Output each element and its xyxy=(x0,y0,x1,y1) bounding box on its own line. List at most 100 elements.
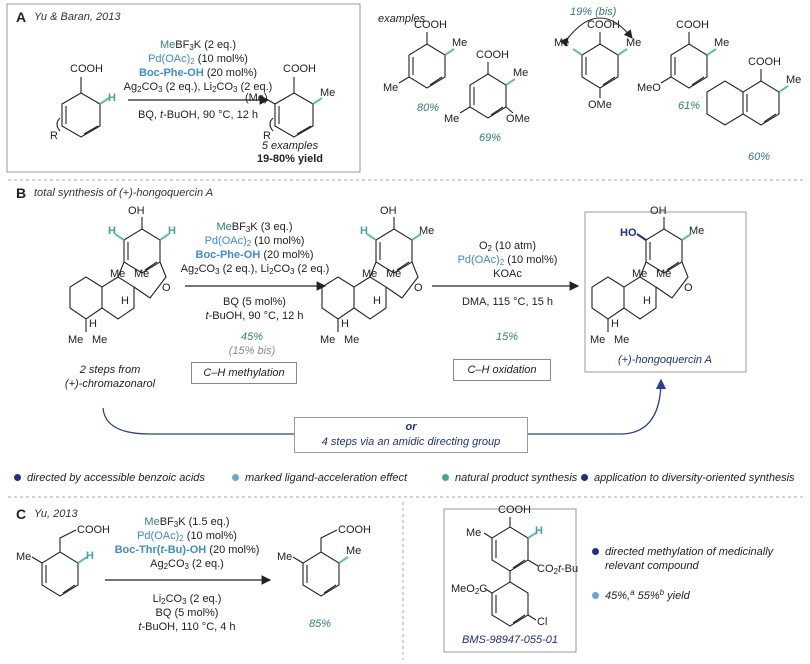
bms-cooh: COOH xyxy=(498,504,531,516)
b-sm-me4: Me xyxy=(92,334,108,346)
ex4-meo: MeO xyxy=(637,82,661,94)
alt-route-or: or xyxy=(405,421,417,433)
c-c2: BQ (5 mol%) xyxy=(155,607,219,619)
examples-structures xyxy=(398,32,780,126)
b-step1-r4: Ag2CO3 (2 eq.), Li2CO3 (2 eq.) xyxy=(180,263,330,276)
ex1-cooh: COOH xyxy=(414,19,447,31)
ex3-ome: OMe xyxy=(588,99,612,111)
legend-dot-2 xyxy=(232,473,239,481)
ex1-me-b: Me xyxy=(383,82,399,94)
a-reagent-2: Pd(OAc)2 (10 mol%) xyxy=(148,53,248,66)
c-sm-me: Me xyxy=(16,551,32,563)
b-pr-me3: Me xyxy=(590,334,606,346)
b-product-caption: (+)-hongoquercin A xyxy=(617,354,713,366)
b-sm-h3: H xyxy=(121,295,129,307)
b-pr-oh-bond xyxy=(636,233,647,241)
b-int-me3: Me xyxy=(320,334,336,346)
panel-c-sm xyxy=(31,529,79,597)
b-sm-me3: Me xyxy=(68,334,84,346)
ex3-me-b: Me xyxy=(626,37,642,49)
ex2-me-a: Me xyxy=(513,67,529,79)
legend-dot-1 xyxy=(14,473,21,481)
a-reagent-4: Ag2CO3 (2 eq.), Li2CO3 (2 eq.) xyxy=(123,81,273,94)
b-step1-c2: t-BuOH, 90 °C, 12 h xyxy=(205,310,304,322)
b-int-oh-label: OH xyxy=(380,205,397,217)
panel-c-product xyxy=(292,529,340,597)
b-pr-me-bond xyxy=(681,233,692,241)
panel-c-letter: C xyxy=(15,506,27,522)
b-step1-bis: (15% bis) xyxy=(228,345,276,357)
a-pr-me-paren: (Me) xyxy=(245,92,268,104)
b-step1-c1: BQ (5 mol%) xyxy=(223,296,286,308)
bms-co2tbu: CO2t-Bu xyxy=(537,563,579,576)
b-pr-oh-label: OH xyxy=(650,205,667,217)
panel-a-product xyxy=(267,77,314,138)
legend-item-3: natural product synthesis xyxy=(442,472,577,485)
b-int-me1: Me xyxy=(362,268,378,280)
ex5-cooh: COOH xyxy=(748,56,781,68)
ex2-cooh: COOH xyxy=(476,49,509,61)
bis-double-arrow xyxy=(559,17,633,47)
a-summary-count: 5 examples xyxy=(261,140,319,152)
ex5-yield: 60% xyxy=(748,151,771,163)
b-int-me2: Me xyxy=(386,268,402,280)
a-pr-cooh: COOH xyxy=(283,63,316,75)
b-step2-r2: Pd(OAc)2 (10 mol%) xyxy=(457,254,558,267)
bms-meo2c: MeO2C xyxy=(451,583,488,596)
a-pr-r: R xyxy=(263,130,271,142)
c-sm-cooh: COOH xyxy=(77,524,110,536)
panel-b-product xyxy=(591,217,689,332)
panel-a-frame xyxy=(6,3,361,173)
b-sm-caption-1: 2 steps from xyxy=(79,364,141,376)
b-pr-me4: Me xyxy=(614,334,630,346)
b-sm-caption-2: (+)-chromazonarol xyxy=(64,378,156,390)
c-sm-ch-bond xyxy=(77,556,88,564)
bms-cl: Cl xyxy=(537,616,548,628)
b-sm-me1: Me xyxy=(110,268,126,280)
c-note-dot-1 xyxy=(592,547,599,555)
ex3-me-a: Me xyxy=(554,37,570,49)
a-sm-r: R xyxy=(50,130,58,142)
a-sm-ch-bond xyxy=(99,97,110,105)
a-pr-me-bond xyxy=(312,97,323,105)
c-pr-me-bond xyxy=(338,556,349,564)
b-int-h3: H xyxy=(341,318,349,330)
a-summary-yield: 19-80% yield xyxy=(256,153,324,165)
ex3-cooh: COOH xyxy=(587,19,620,31)
b-step2-c1: DMA, 115 °C, 15 h xyxy=(461,296,553,308)
b-step1-label-box: C–H methylation xyxy=(191,362,297,384)
c-sm-h: H xyxy=(86,550,94,562)
b-sm-h1: H xyxy=(108,225,116,237)
bms-frame xyxy=(443,508,577,653)
b-sm-o: O xyxy=(162,282,171,294)
panel-a-starting-material xyxy=(56,77,101,138)
c-r2: Pd(OAc)2 (10 mol%) xyxy=(137,530,237,543)
legend-item-4: application to diversity-oriented synthe… xyxy=(581,472,795,485)
legend-item-1: directed by accessible benzoic acids xyxy=(14,472,205,485)
alt-route-text: 4 steps via an amidic directing group xyxy=(321,436,501,448)
b-sm-oh-label: OH xyxy=(128,205,145,217)
panel-a-letter: A xyxy=(15,9,27,25)
b-step1-yield: 45% xyxy=(240,331,264,343)
c-note-2: 45%,a 55%b yield xyxy=(592,589,690,603)
ex4-me: Me xyxy=(714,37,730,49)
b-int-me: Me xyxy=(419,225,435,237)
panel-b-sm xyxy=(69,217,167,332)
alt-route-arrow xyxy=(102,378,667,435)
b-step2-r1: O2 (10 atm) xyxy=(478,240,537,253)
c-r4: Ag2CO3 (2 eq.) xyxy=(150,558,224,571)
a-reagent-3: Boc-Phe-OH (20 mol%) xyxy=(139,67,257,79)
ex2-yield: 69% xyxy=(479,132,502,144)
ex4-cooh: COOH xyxy=(676,19,709,31)
c-r1: MeBF3K (1.5 eq.) xyxy=(144,516,230,529)
panel-b-intermediate xyxy=(321,217,419,332)
b-pr-o: O xyxy=(684,282,693,294)
b-step2-label-box: C–H oxidation xyxy=(453,359,551,381)
a-conditions: BQ, t-BuOH, 90 °C, 12 h xyxy=(138,109,258,121)
b-int-bonds xyxy=(366,233,422,241)
legend-item-2: marked ligand-acceleration effect xyxy=(232,472,407,485)
c-yield: 85% xyxy=(309,618,332,630)
ex1-me-a: Me xyxy=(452,37,468,49)
a-sm-cooh: COOH xyxy=(70,63,103,75)
legend-dot-3 xyxy=(442,473,449,481)
